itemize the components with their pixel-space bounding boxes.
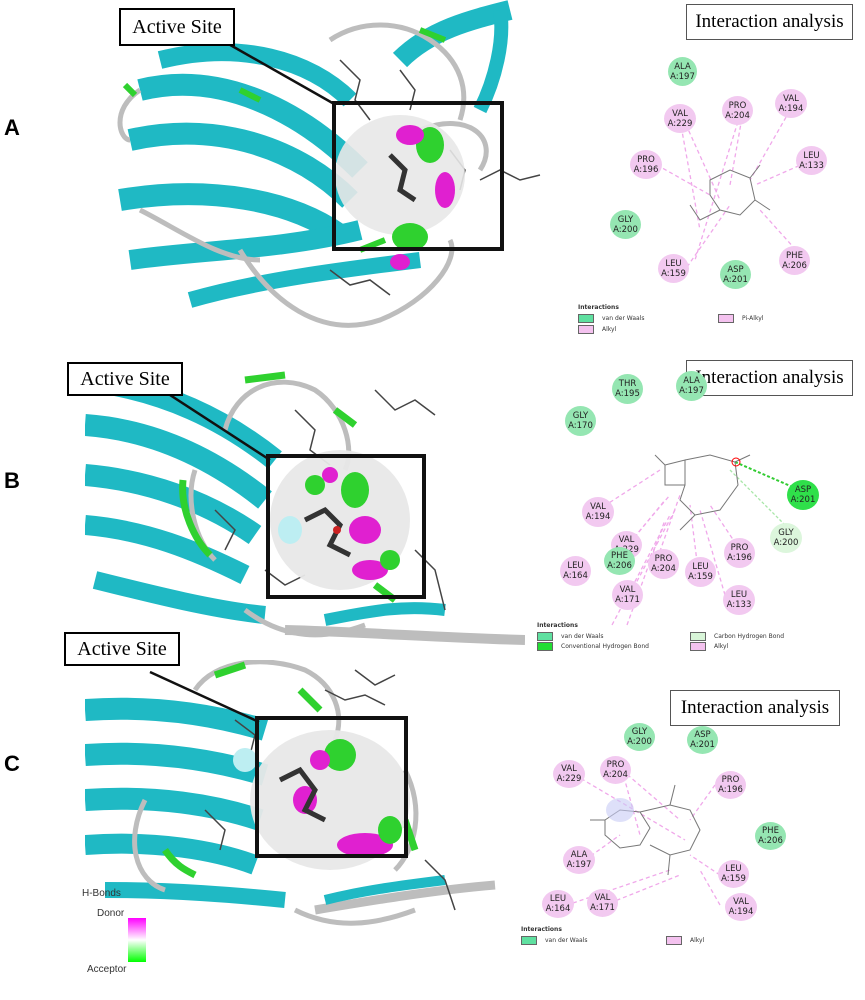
panel-b: B <box>0 340 865 651</box>
legend-swatch <box>690 642 706 651</box>
legend-item-carbon-hbond-b: Carbon Hydrogen Bond <box>690 632 784 641</box>
legend-item-conventional-hbond-b: Conventional Hydrogen Bond <box>537 642 649 651</box>
legend-swatch <box>718 314 734 323</box>
hbond-legend-title: H-Bonds <box>82 888 121 899</box>
interaction-title-c: Interaction analysis <box>670 690 840 726</box>
panel-label-b: B <box>4 468 20 493</box>
binding-surface-a <box>335 115 465 270</box>
coil-loops-a <box>117 22 489 328</box>
callout-line-a <box>224 40 337 107</box>
green-patches-c <box>162 661 419 879</box>
legend-swatch <box>537 642 553 651</box>
legend-item-vdw-a: van der Waals <box>578 314 645 323</box>
beta-sheet-ribbons-a <box>118 0 513 308</box>
protein-structure-b <box>85 370 525 645</box>
hbond-legend-acceptor-label: Acceptor <box>87 964 127 975</box>
hbond-legend: H-Bonds Donor Acceptor <box>80 888 170 978</box>
residue-sticks-b <box>214 389 446 611</box>
interaction-lines-b <box>597 454 796 626</box>
active-site-callout-c: Active Site <box>64 632 180 666</box>
ligand-2d-b <box>654 454 751 531</box>
legend-item-alkyl-c: Alkyl <box>666 936 704 945</box>
protein-structure-c <box>85 660 496 926</box>
callout-line-c <box>149 670 260 724</box>
active-site-callout-b: Active Site <box>67 362 183 396</box>
interaction-legend-c: Interactions van der Waals Alkyl <box>521 926 821 950</box>
legend-item-pi-alkyl-a: Pi-Alkyl <box>718 314 763 323</box>
legend-swatch <box>537 632 553 641</box>
panel-c: C <box>0 632 865 978</box>
ligand-2d-a <box>689 164 771 221</box>
legend-title-b: Interactions <box>537 622 578 629</box>
legend-item-vdw-b: van der Waals <box>537 632 604 641</box>
interaction-title-b: Interaction analysis <box>686 360 853 396</box>
hbond-legend-donor-label: Donor <box>97 908 125 919</box>
active-site-box-a <box>332 101 504 251</box>
interaction-legend-b: Interactions van der Waals Conventional … <box>537 622 827 652</box>
legend-item-alkyl-a: Alkyl <box>578 325 616 334</box>
legend-swatch <box>521 936 537 945</box>
legend-item-vdw-c: van der Waals <box>521 936 588 945</box>
active-site-box-c <box>255 716 408 858</box>
legend-swatch <box>690 632 706 641</box>
legend-swatch <box>578 325 594 334</box>
binding-surface-c <box>233 730 410 870</box>
ligand-2d-c <box>590 784 701 876</box>
legend-title-a: Interactions <box>578 304 619 311</box>
legend-title-c: Interactions <box>521 926 562 933</box>
panel-a: A <box>0 0 865 340</box>
legend-item-alkyl-b: Alkyl <box>690 642 728 651</box>
legend-swatch <box>666 936 682 945</box>
panel-label-a: A <box>4 115 20 140</box>
binding-surface-b <box>270 450 410 590</box>
interaction-legend-a: Interactions van der Waals Alkyl Pi-Alky… <box>578 304 828 340</box>
active-site-box-b <box>266 454 426 599</box>
protein-structure-a <box>117 0 541 328</box>
panel-label-c: C <box>4 751 20 776</box>
legend-swatch <box>578 314 594 323</box>
interaction-lines-a <box>656 104 813 268</box>
hbond-gradient-bar <box>128 918 146 962</box>
active-site-callout-a: Active Site <box>119 8 235 46</box>
interaction-title-a: Interaction analysis <box>686 4 853 40</box>
